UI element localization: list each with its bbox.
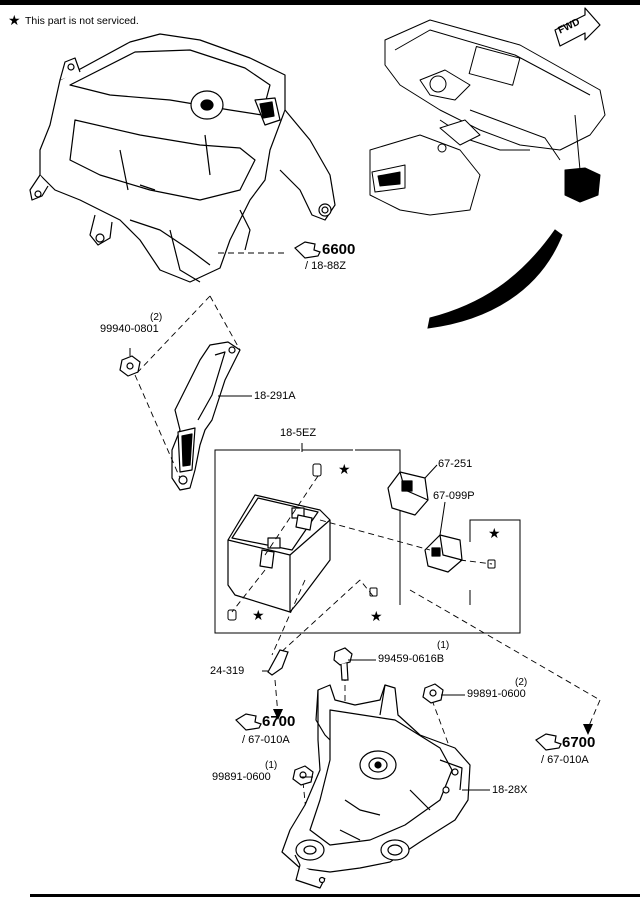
location-arrow <box>427 229 563 329</box>
part-18-291a[interactable]: 18-291A <box>254 390 296 402</box>
nut-99891-left-drawing <box>292 765 314 786</box>
nut-99940-0801-drawing <box>119 355 141 377</box>
bracket-18-291a-drawing <box>171 341 241 491</box>
vehicle-location-view <box>369 7 606 216</box>
relay-67-099p-drawing <box>424 534 463 573</box>
fuse-67-251-drawing <box>387 471 429 516</box>
leader-arrowheads <box>273 709 593 735</box>
nut-99891-right-drawing <box>422 683 444 704</box>
battery-drawing <box>227 494 331 613</box>
part-24-319[interactable]: 24-319 <box>210 665 245 677</box>
upper-tray-drawing <box>29 33 336 283</box>
ref-6700-left-number[interactable]: 6700 <box>262 713 296 730</box>
star-icon: ★ <box>8 13 21 29</box>
part-99459-0616b[interactable]: 99459-0616B <box>378 653 445 665</box>
star-icon: ★ <box>488 526 501 542</box>
ref-6700-right-sub[interactable]: / 67-010A <box>541 754 589 766</box>
star-icon: ★ <box>370 609 383 625</box>
qty-99891-right: (2) <box>515 677 528 688</box>
ref-6600-sub[interactable]: / 18-88Z <box>305 260 346 272</box>
part-67-099p[interactable]: 67-099P <box>433 490 475 502</box>
qty-99940: (2) <box>150 312 163 323</box>
part-67-251[interactable]: 67-251 <box>438 458 473 470</box>
bolt-99459-drawing <box>333 647 353 681</box>
qty-99459: (1) <box>437 640 450 651</box>
qty-99891-left: (1) <box>265 760 278 771</box>
clip-24-319-drawing <box>267 649 289 676</box>
ref-6700-left-sub[interactable]: / 67-010A <box>242 734 290 746</box>
part-18-5ez[interactable]: 18-5EZ <box>280 427 317 439</box>
ref-6600-number[interactable]: 6600 <box>322 241 356 258</box>
part-99940-0801[interactable]: 99940-0801 <box>100 323 159 335</box>
label-leaders <box>129 348 490 791</box>
reference-hand-icons <box>235 241 562 751</box>
ref-6700-right-number[interactable]: 6700 <box>562 734 596 751</box>
star-icon: ★ <box>252 608 265 624</box>
group-box-18-5ez <box>214 449 521 634</box>
part-99891-0600-right[interactable]: 99891-0600 <box>467 688 526 700</box>
star-icon: ★ <box>338 462 351 478</box>
bottom-rule <box>30 894 640 897</box>
leader-lines <box>134 252 601 851</box>
note-text: This part is not serviced. <box>25 15 139 27</box>
top-rule <box>0 0 640 5</box>
battery-tray-18-28x-drawing <box>281 684 471 889</box>
part-99891-0600-left[interactable]: 99891-0600 <box>212 771 271 783</box>
part-18-28x[interactable]: 18-28X <box>492 784 528 796</box>
